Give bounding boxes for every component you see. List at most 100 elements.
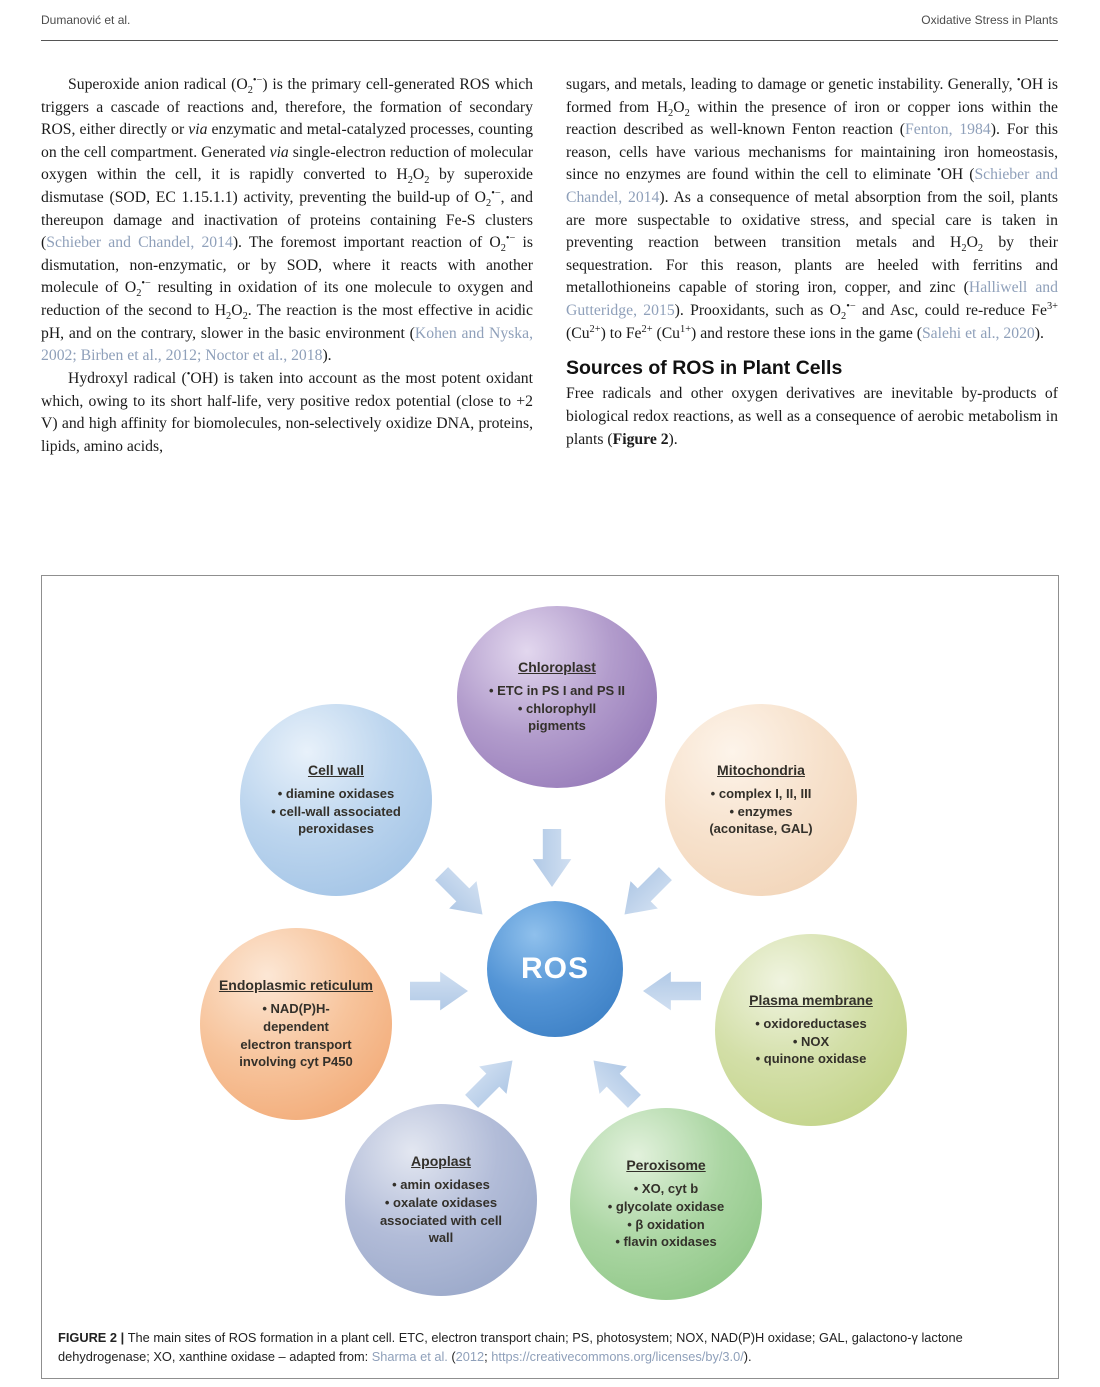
- node-line: • ETC in PS I and PS II: [488, 682, 626, 698]
- text-run: O: [412, 166, 425, 184]
- left-column: Superoxide anion radical (O2•−) is the p…: [41, 74, 533, 458]
- text-run: by their sequestration. For this reason,…: [566, 234, 1058, 297]
- citation-link[interactable]: Halliwell and Gutteridge, 2015: [566, 279, 1058, 320]
- text-sub: 2: [668, 107, 674, 119]
- citation-link[interactable]: Salehi et al., 2020: [921, 324, 1035, 342]
- node-line: • enzymes: [729, 803, 793, 819]
- node-line: • NAD(P)H-: [262, 1000, 330, 1016]
- text-sub: 2: [242, 311, 248, 323]
- text-sub: 2: [841, 311, 847, 323]
- text-run: . The reaction is the most effective in …: [41, 302, 533, 342]
- paragraph: Superoxide anion radical (O2•−) is the p…: [41, 74, 533, 368]
- text-sup: •: [936, 165, 941, 177]
- node-line: wall: [428, 1230, 454, 1246]
- ros-center-circle: ROS: [487, 901, 623, 1037]
- text-run: resulting in oxidation of its one molecu…: [41, 279, 533, 320]
- text-run: OH) is taken into account as the most po…: [41, 369, 534, 455]
- text-run: Hydroxyl radical (: [68, 369, 187, 387]
- node-line: • cell-wall associated: [271, 803, 401, 819]
- text-b: FIGURE 2 |: [58, 1329, 128, 1345]
- text-run: (: [451, 1348, 456, 1364]
- running-head-authors: Dumanović et al.: [41, 13, 131, 27]
- text-run: The main sites of ROS formation in a pla…: [58, 1329, 963, 1364]
- text-run: ).: [322, 347, 332, 365]
- text-run: O: [231, 302, 243, 320]
- text-run: O: [673, 98, 685, 116]
- node-label: Apoplast: [411, 1152, 471, 1169]
- text-sup: 2+: [641, 323, 653, 335]
- node-line: peroxidases: [298, 821, 374, 837]
- text-sub: 2: [247, 85, 253, 97]
- node-apoplast: Apoplast • amin oxidases • oxalate oxida…: [345, 1104, 537, 1296]
- node-line: • XO, cyt b: [633, 1180, 699, 1196]
- text-run: within the presence of iron or copper io…: [566, 98, 1058, 139]
- arrow-plasma-membrane-to-ros-icon: [643, 968, 701, 1014]
- node-line: involving cyt P450: [239, 1054, 353, 1070]
- text-run: enzymatic and metal-catalyzed processes,…: [41, 121, 533, 161]
- node-label: Peroxisome: [626, 1156, 706, 1173]
- text-sup: 2+: [589, 323, 601, 335]
- arrow-er-to-ros-icon: [410, 971, 468, 1011]
- citation-link[interactable]: Kohen and Nyska, 2002; Birben et al., 20…: [41, 324, 534, 365]
- node-label: Cell wall: [307, 761, 365, 778]
- text-run: ). For this reason, cells have various m…: [566, 121, 1059, 184]
- external-link[interactable]: https://creativecommons.org/licenses/by/…: [491, 1348, 744, 1364]
- text-sup: •−: [141, 278, 151, 290]
- text-sub: 2: [500, 243, 506, 255]
- text-sup: •−: [491, 187, 501, 199]
- text-sup: 1+: [680, 323, 692, 335]
- text-run: Free radicals and other oxygen derivativ…: [566, 385, 1058, 448]
- node-line: associated with cell: [379, 1212, 503, 1228]
- node-chloroplast: Chloroplast • ETC in PS I and PS II • ch…: [457, 606, 657, 788]
- text-sub: 2: [684, 107, 690, 119]
- text-sup: 3+: [1046, 300, 1058, 312]
- node-label: Chloroplast: [518, 658, 596, 675]
- text-sub: 2: [486, 198, 492, 210]
- node-line: • chlorophyll: [517, 700, 597, 716]
- text-run: by superoxide dismutase (SOD, EC 1.15.1.…: [41, 166, 533, 207]
- paragraph: Hydroxyl radical (•OH) is taken into acc…: [41, 368, 533, 458]
- node-label: Plasma membrane: [749, 991, 873, 1008]
- node-peroxisome: Peroxisome • XO, cyt b • glycolate oxida…: [570, 1108, 762, 1300]
- citation-link[interactable]: Sharma et al.: [371, 1348, 452, 1364]
- section-heading: Sources of ROS in Plant Cells: [566, 357, 843, 380]
- node-line: • glycolate oxidase: [607, 1198, 725, 1214]
- text-sup: •−: [846, 300, 856, 312]
- running-head-title: Oxidative Stress in Plants: [921, 13, 1058, 27]
- text-run: O: [966, 234, 978, 252]
- text-run: ). Prooxidants, such as O: [674, 302, 841, 320]
- text-run: ). The foremost important reaction of O: [232, 234, 501, 252]
- node-line: • oxalate oxidases: [384, 1194, 498, 1210]
- arrow-mitochondria-to-ros-icon: [608, 857, 682, 931]
- text-run: ). As a consequence of metal absorption …: [566, 189, 1058, 252]
- citation-link[interactable]: Fenton, 1984: [905, 121, 991, 139]
- text-sub: 2: [407, 175, 413, 187]
- right-column: sugars, and metals, leading to damage or…: [566, 74, 1058, 458]
- text-sup: •−: [505, 233, 516, 245]
- node-line: dependent: [263, 1018, 329, 1034]
- text-run: and Asc, could re-reduce Fe: [855, 302, 1047, 320]
- node-line: • β oxidation: [627, 1216, 705, 1232]
- text-run: ) is the primary cell-generated ROS whic…: [41, 76, 534, 139]
- text-run: single-electron reduction of molecular o…: [41, 143, 533, 184]
- figure-2: Chloroplast • ETC in PS I and PS II • ch…: [41, 575, 1059, 1379]
- citation-link[interactable]: Schieber and Chandel, 2014: [46, 234, 233, 252]
- text-i: via: [188, 121, 208, 139]
- text-run: (Cu: [652, 324, 681, 342]
- text-i: via: [269, 143, 289, 161]
- node-endoplasmic-reticulum: Endoplasmic reticulum • NAD(P)H- depende…: [200, 928, 392, 1120]
- citation-link[interactable]: Schieber and Chandel, 2014: [566, 166, 1058, 207]
- text-run: is dismutation, non-enzymatic, or by SOD…: [41, 234, 533, 297]
- text-sub: 2: [226, 311, 232, 323]
- node-line: electron transport: [240, 1036, 352, 1052]
- text-sup: •−: [252, 74, 263, 86]
- node-cell-wall: Cell wall • diamine oxidases • cell-wall…: [240, 704, 432, 896]
- text-sub: 2: [424, 175, 430, 187]
- citation-link[interactable]: 2012: [455, 1348, 485, 1364]
- text-run: , and thereupon damage and inactivation …: [41, 189, 533, 252]
- text-run: ).: [743, 1348, 752, 1364]
- text-run: ;: [484, 1348, 492, 1364]
- text-run: (Cu: [566, 324, 590, 342]
- node-plasma-membrane: Plasma membrane • oxidoreductases • NOX …: [715, 934, 907, 1126]
